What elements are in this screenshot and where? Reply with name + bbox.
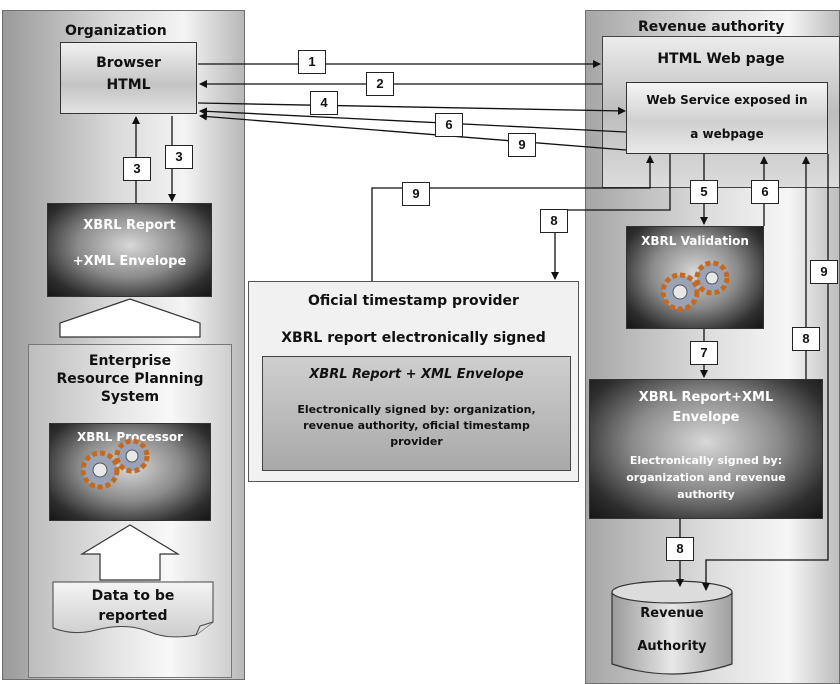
step-7-label: 7	[690, 341, 718, 365]
signed-report-line5: authority	[677, 488, 735, 501]
signed-report-line3: Electronically signed by:	[629, 454, 783, 467]
timestamp-line2: XBRL report electronically signed	[281, 330, 546, 346]
export-block-arrow	[59, 298, 201, 338]
xbrl-validation-box: XBRL Validation	[626, 226, 764, 329]
signed-xbrl-report-box: XBRL Report+XML Envelope Electronically …	[589, 379, 823, 519]
signed-envelope-line3: provider	[390, 435, 443, 448]
web-service-line1: Web Service exposed in	[646, 93, 808, 107]
xbrl-validation-label: XBRL Validation	[641, 234, 749, 248]
web-service-line2: a webpage	[690, 127, 764, 141]
step-4-label: 4	[310, 91, 338, 115]
step-9-db-label: 9	[810, 260, 838, 284]
database-label: Revenue Authority	[612, 606, 732, 654]
gears-icon-validation	[660, 260, 730, 312]
gears-icon-processor	[80, 438, 150, 490]
html-web-page-label: HTML Web page	[657, 51, 785, 67]
step-5-label: 5	[690, 180, 718, 204]
step-2-label: 2	[366, 72, 394, 96]
database-line2: Authority	[637, 639, 707, 654]
revenue-authority-title: Revenue authority	[638, 19, 785, 35]
signed-envelope-inner-box: XBRL Report + XML Envelope Electronicall…	[262, 356, 571, 471]
flow-9-db-arrow	[702, 154, 829, 591]
flow-8-to-timestamp-arrow	[551, 154, 671, 280]
data-line2: reported	[98, 608, 168, 624]
xbrl-report-envelope-box: XBRL Report +XML Envelope	[47, 203, 212, 297]
erp-line3: System	[100, 389, 160, 405]
erp-line2: Resource Planning	[56, 371, 204, 387]
erp-line1: Enterprise	[88, 353, 172, 369]
step-8-up-label: 8	[792, 327, 820, 351]
timestamp-line1: Oficial timestamp provider	[308, 293, 519, 309]
signed-envelope-title: XBRL Report + XML Envelope	[309, 367, 524, 382]
step-9-label: 9	[508, 133, 536, 157]
organization-title: Organization	[65, 23, 167, 39]
xbrl-processor-label: XBRL Processor	[76, 430, 184, 444]
step-6-validation-label: 6	[751, 180, 779, 204]
flow-9-timestamp-arrow	[371, 155, 654, 281]
step-1-label: 1	[298, 50, 326, 74]
signed-report-line1: XBRL Report+XML	[638, 390, 774, 405]
browser-box: Browser HTML	[60, 42, 197, 114]
signed-report-line2: Envelope	[672, 410, 740, 425]
signed-envelope-line2: revenue authority, oficial timestamp	[303, 419, 530, 432]
signed-report-line4: organization and revenue	[626, 471, 786, 484]
data-to-report-text: Data to be reported	[53, 588, 213, 624]
signed-envelope-line1: Electronically signed by: organization,	[297, 403, 536, 416]
step-6-label: 6	[435, 113, 463, 137]
data-line1: Data to be	[91, 588, 175, 604]
xbrl-report-line2: +XML Envelope	[72, 254, 187, 269]
database-line1: Revenue	[640, 606, 704, 621]
flow-4-arrow	[197, 102, 626, 115]
step-8-timestamp-label: 8	[540, 209, 568, 233]
flow-9-arrow	[199, 112, 627, 151]
step-9-timestamp-label: 9	[402, 182, 430, 206]
step-8-db-label: 8	[666, 537, 694, 561]
step-3-down-label: 3	[165, 145, 193, 169]
browser-line1: Browser	[96, 55, 161, 71]
data-document-shape	[52, 581, 214, 638]
xbrl-report-line1: XBRL Report	[83, 218, 176, 233]
step-3-up-label: 3	[123, 157, 151, 181]
browser-line2: HTML	[106, 77, 151, 93]
web-service-box: Web Service exposed in a webpage	[626, 82, 828, 154]
data-to-processor-block-arrow	[79, 524, 181, 581]
flow-6-arrow	[199, 107, 627, 133]
